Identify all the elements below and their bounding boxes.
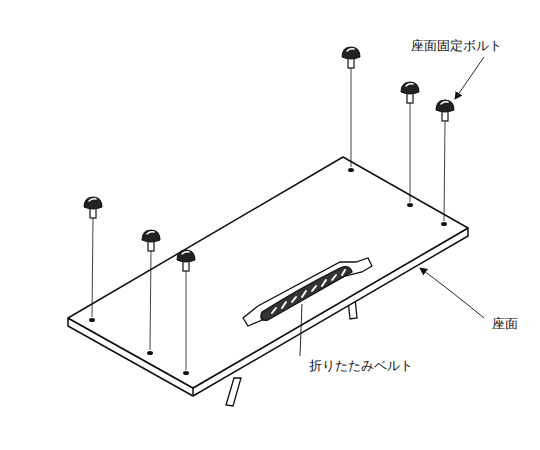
assembly-line [92, 68, 445, 370]
folding-belt [243, 258, 372, 326]
bolt-hole [89, 168, 447, 375]
seat-bolt [84, 47, 454, 271]
part-label: 座面固定ボルト [410, 38, 503, 54]
part-label: 折りたたみベルト [308, 358, 414, 374]
leader-line [300, 57, 484, 356]
part-label: 座面 [491, 316, 519, 332]
seat-panel [68, 157, 468, 396]
